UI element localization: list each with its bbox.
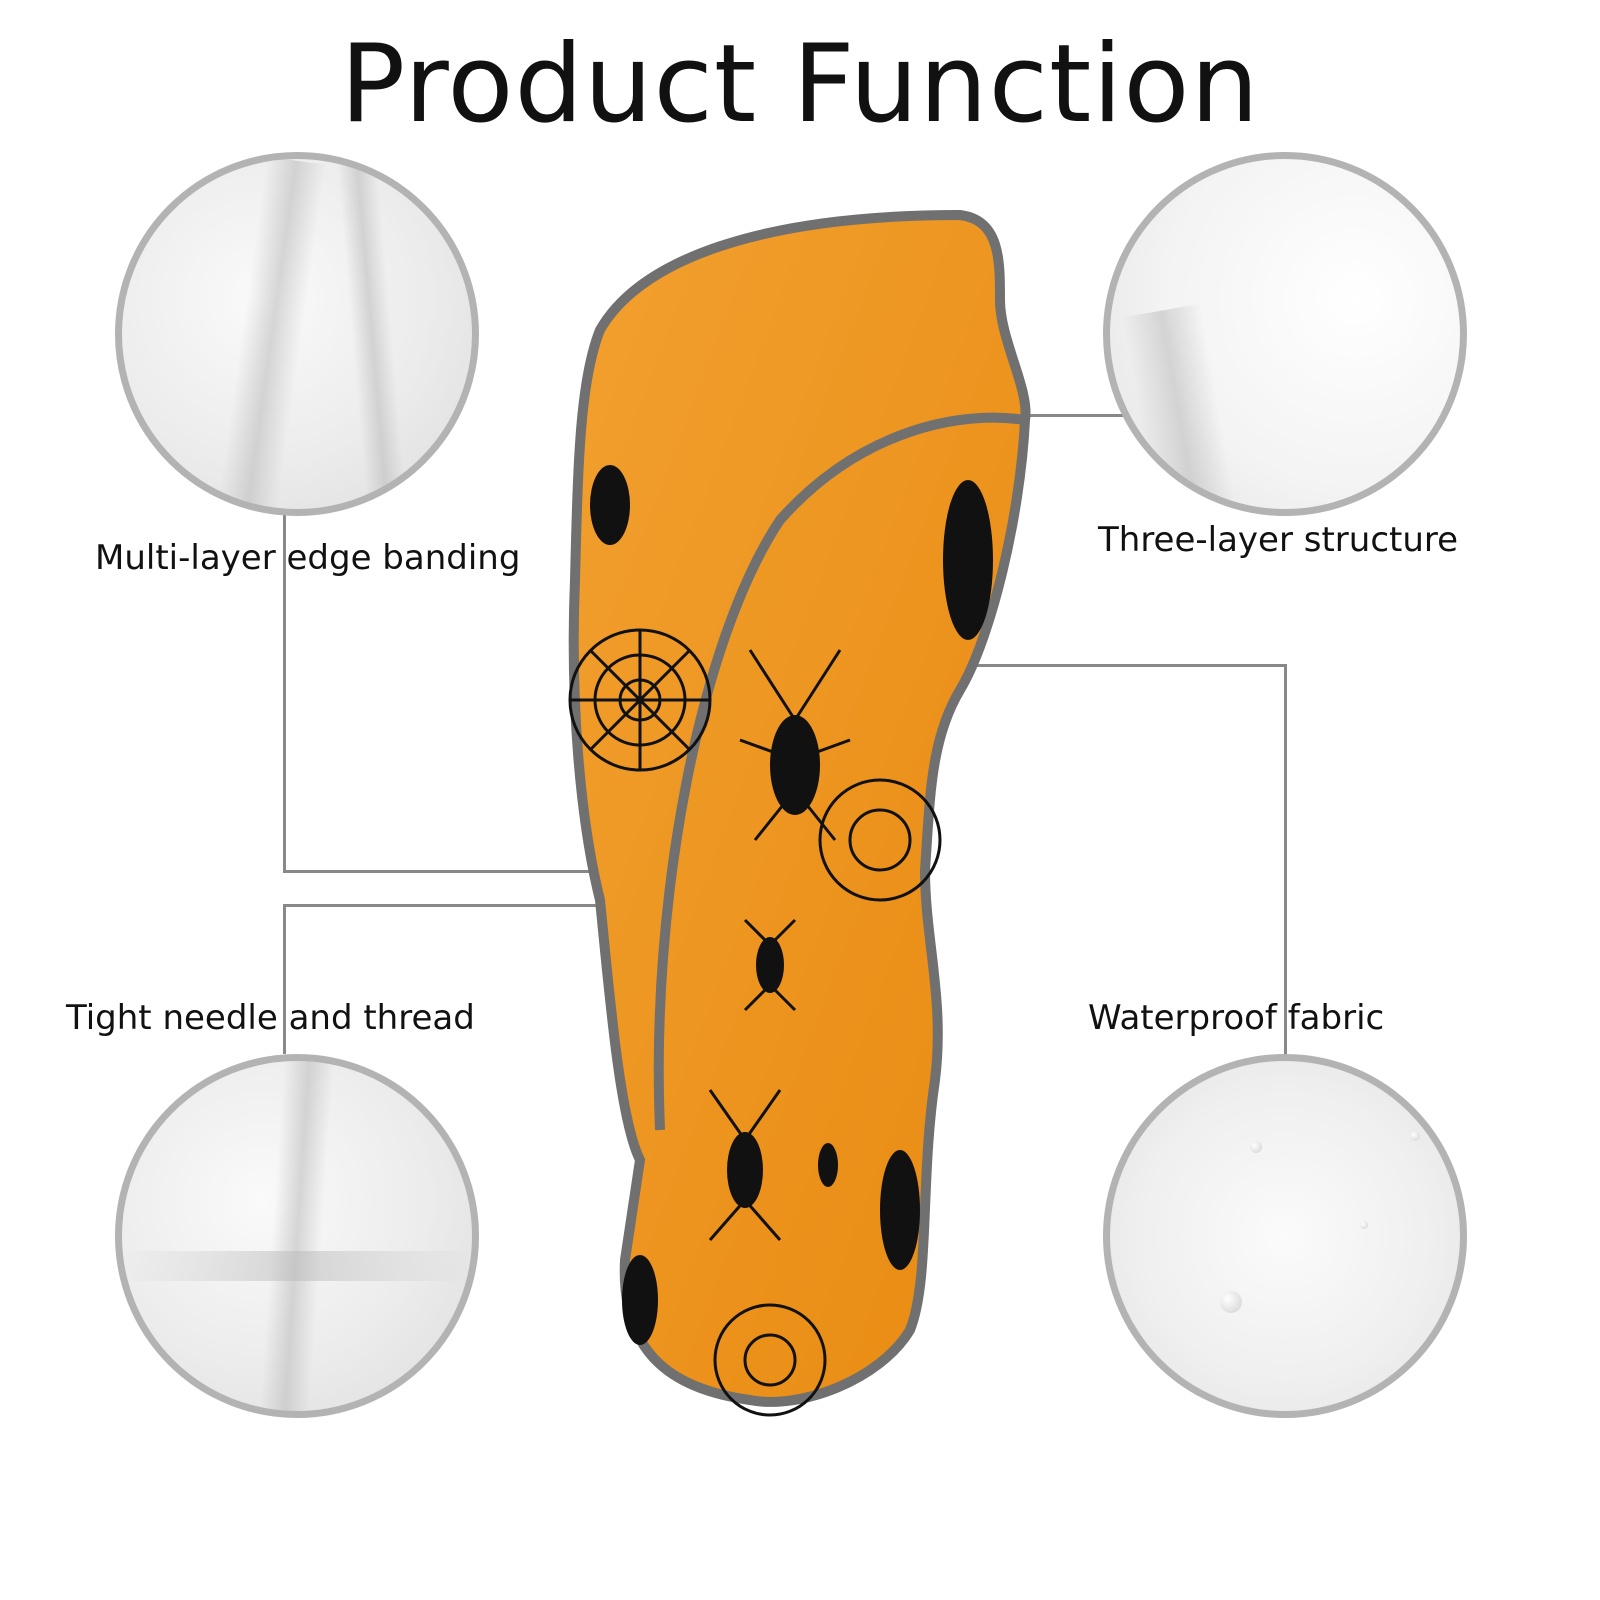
spider-pattern [590,465,993,1345]
feature-label-stitching: Tight needle and thread [66,998,475,1038]
detail-image-three-layer [1103,152,1467,516]
connector-line [1025,414,1125,417]
feature-label-waterproof: Waterproof fabric [1088,998,1385,1038]
connector-line [1284,664,1287,1056]
detail-image-edge-banding [115,152,479,516]
feature-label-three-layer: Three-layer structure [1098,520,1459,560]
feature-label-edge-banding: Multi-layer edge banding [95,538,521,578]
detail-image-waterproof [1103,1054,1467,1418]
connector-line [283,870,623,873]
connector-line [283,515,286,872]
detail-image-stitching [115,1054,479,1418]
page-title: Product Function [340,22,1260,147]
connector-line [283,904,603,907]
connector-line [900,664,1286,667]
connector-line [283,904,286,1054]
headcover-trim [653,412,1026,1131]
